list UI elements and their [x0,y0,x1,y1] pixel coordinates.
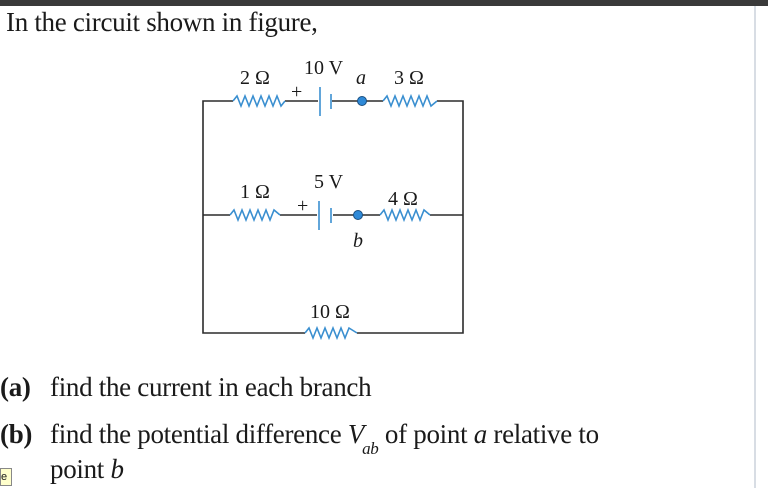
resistor-1ohm [229,207,281,223]
question-b: (b) find the potential difference Vab of… [0,419,599,458]
question-b-text-2: of point [378,419,474,449]
corner-box[interactable]: e [0,468,12,486]
question-b-text: find the potential difference Vab of poi… [50,419,599,458]
question-b-text-3: relative to [486,419,599,449]
plus-sign-10v: + [291,81,302,103]
top-bar [0,0,768,6]
resistor-10ohm [304,325,358,341]
question-b-label: (b) [0,419,33,449]
label-2ohm: 2 Ω [240,67,270,89]
resistor-2ohm [232,93,286,109]
label-node-b: b [353,230,363,252]
label-1ohm: 1 Ω [240,181,270,203]
question-b-continued: point b [50,454,124,485]
variable-subscript-ab: ab [362,439,379,458]
label-10ohm: 10 Ω [310,301,350,323]
intro-text: In the circuit shown in figure, [6,7,318,37]
point-a: a [473,419,488,449]
wires [202,100,464,334]
variable-v: V [347,419,365,449]
label-10v: 10 V [304,57,344,79]
wire-left [202,100,305,334]
resistor-3ohm [382,93,438,109]
label-4ohm: 4 Ω [388,188,418,210]
plus-sign-5v: + [297,195,308,217]
question-b-text-1: find the potential difference [50,419,348,449]
question-a: (a) find the current in each branch [0,372,372,403]
question-a-label: (a) [0,372,31,402]
label-5v: 5 V [314,171,344,193]
node-a-dot [357,96,367,106]
point-b: b [110,454,124,484]
label-node-a: a [356,67,366,89]
resistor-4ohm [379,207,431,223]
page-edge-line [754,6,756,488]
question-b-text-4: point [50,454,111,484]
node-b-dot [353,210,363,220]
label-3ohm: 3 Ω [394,67,424,89]
wire-right [357,100,464,334]
question-a-text: find the current in each branch [50,372,372,402]
